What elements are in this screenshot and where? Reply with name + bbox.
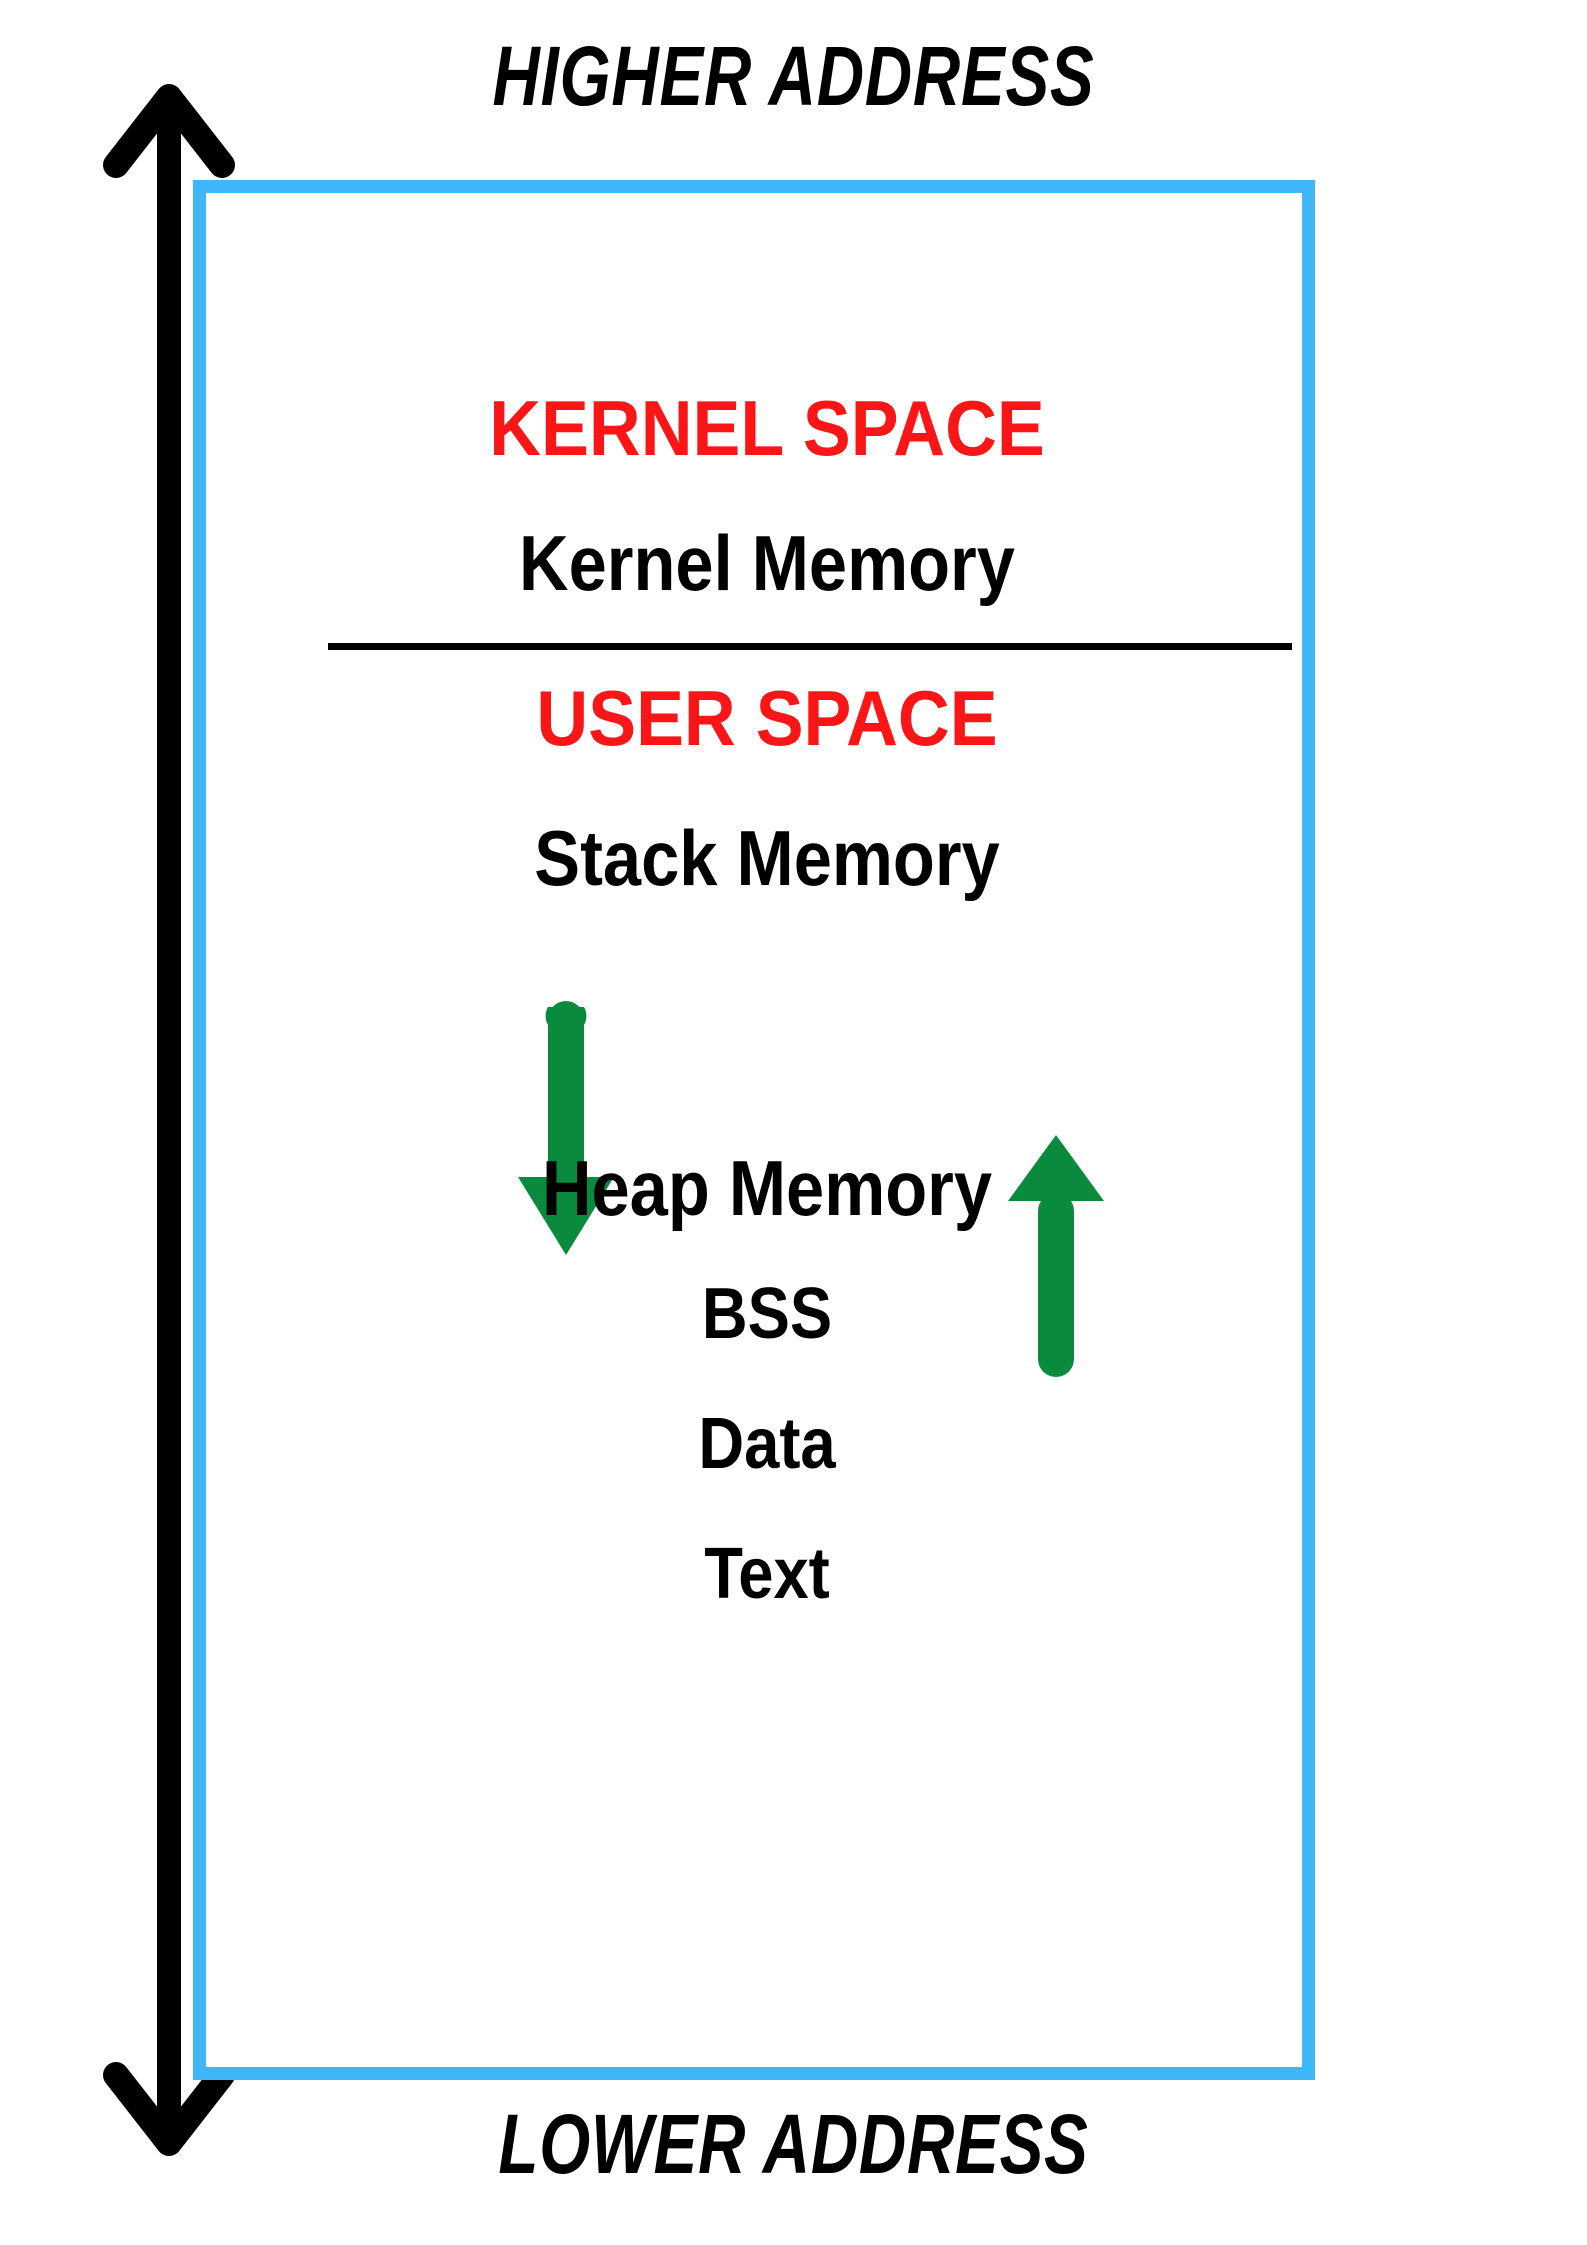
memory-box: KERNEL SPACE Kernel Memory USER SPACE St… <box>193 180 1315 2080</box>
stack-grows-down-arrow-icon <box>518 1001 614 1255</box>
kernel-space-heading: KERNEL SPACE <box>489 384 1045 472</box>
arrow-head-up <box>1008 1135 1104 1201</box>
stack-memory-label: Stack Memory <box>534 814 1000 902</box>
text-segment-label: Text <box>704 1534 830 1614</box>
arrow-head-up <box>103 84 235 178</box>
arrow-shaft-body <box>548 1001 584 1185</box>
double-headed-vertical-arrow-icon <box>103 84 235 2156</box>
arrow-head-down <box>103 2062 235 2156</box>
user-space-heading: USER SPACE <box>536 674 998 762</box>
heap-memory-label: Heap Memory <box>541 1144 993 1232</box>
arrow-head-down <box>518 1177 614 1255</box>
arrow-shaft-body <box>1038 1193 1074 1377</box>
data-segment-label: Data <box>698 1404 836 1484</box>
lower-address-label: LOWER ADDRESS <box>498 2097 1089 2191</box>
kernel-memory-label: Kernel Memory <box>519 519 1015 607</box>
bss-label: BSS <box>701 1274 833 1354</box>
higher-address-label: HIGHER ADDRESS <box>492 29 1095 123</box>
kernel-user-space-divider <box>328 643 1292 650</box>
heap-grows-up-arrow-icon <box>1008 1135 1104 1377</box>
